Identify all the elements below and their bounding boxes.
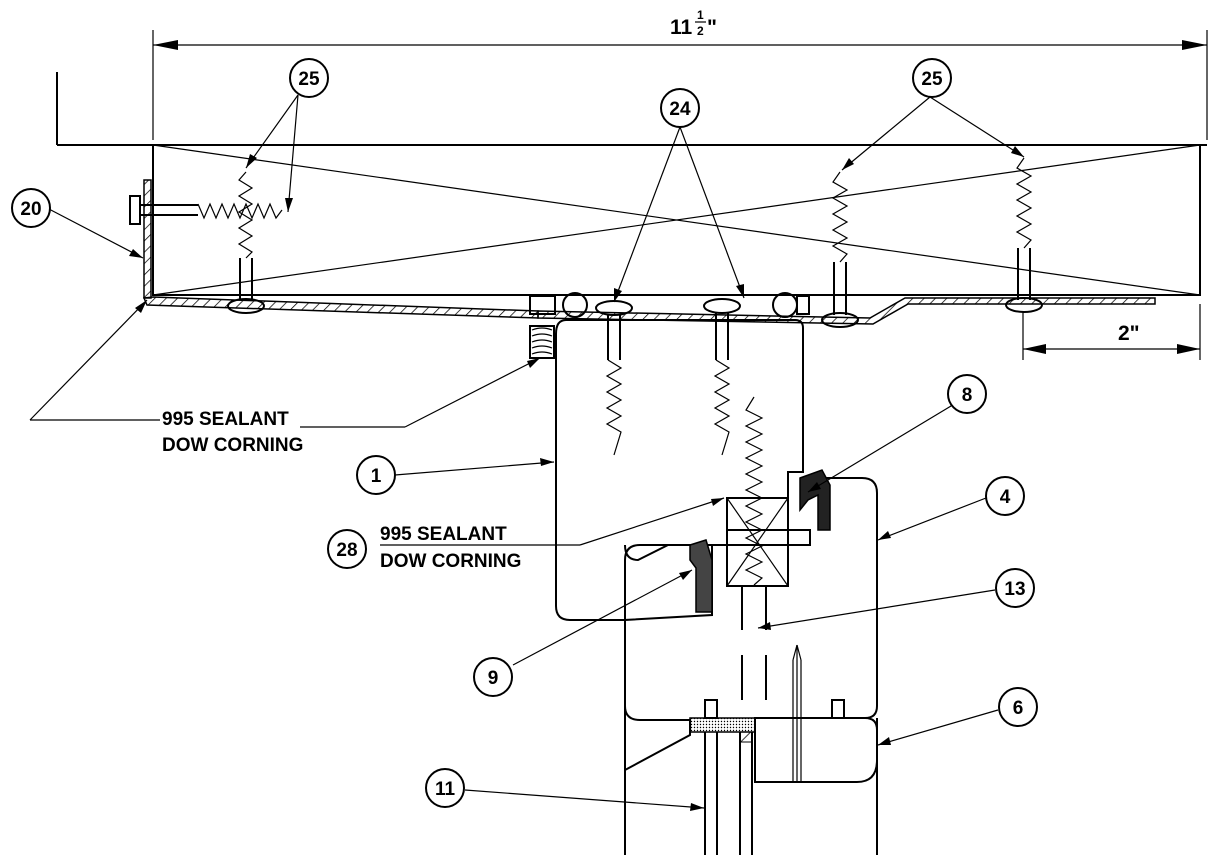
offset-dimension: 2" — [1022, 304, 1201, 360]
sealant-note-mid: 995 SEALANT DOW CORNING — [380, 524, 521, 572]
header-blocking — [56, 72, 1207, 296]
setting-block — [726, 497, 789, 587]
sealant-note-top: 995 SEALANT DOW CORNING — [162, 409, 303, 456]
screw-center-left — [595, 300, 633, 456]
lower-sash-rail — [624, 644, 878, 783]
screw-mid-right-vertical — [821, 171, 859, 328]
callout-9-label: 9 — [488, 668, 499, 689]
callout-13-label: 13 — [1004, 579, 1025, 600]
callout-8-label: 8 — [962, 385, 973, 406]
sealant-note-top-line1: 995 SEALANT — [162, 409, 289, 430]
leader-lines — [29, 94, 1025, 811]
weatherstrip-top — [799, 469, 831, 531]
overall-width-inch-mark: " — [707, 16, 717, 39]
glass-unit — [704, 731, 753, 855]
angle-flashing — [142, 179, 1156, 325]
screw-frame-connection — [744, 396, 764, 586]
sealant-note-mid-line1: 995 SEALANT — [380, 524, 507, 545]
callout-1-label: 1 — [371, 466, 382, 487]
callout-25-right: 25 — [912, 58, 952, 98]
screw-center-right — [703, 298, 741, 456]
callout-24-label: 24 — [669, 99, 691, 120]
callout-6: 6 — [998, 687, 1038, 727]
overall-width-whole: 11 — [670, 16, 693, 39]
callout-25-left: 25 — [289, 58, 329, 98]
callout-1: 1 — [356, 455, 396, 495]
callout-20: 20 — [11, 188, 51, 228]
offset-dimension-label: 2" — [1118, 322, 1140, 345]
callout-13: 13 — [995, 568, 1035, 608]
callout-25-right-label: 25 — [921, 69, 943, 90]
callout-25-left-label: 25 — [298, 69, 320, 90]
screw-far-right-vertical — [1005, 157, 1043, 313]
sealant-backer-rods — [529, 292, 810, 359]
callout-4: 4 — [985, 476, 1025, 516]
callout-9: 9 — [473, 657, 513, 697]
sealant-note-mid-line2: DOW CORNING — [380, 551, 521, 572]
callout-11: 11 — [425, 768, 465, 808]
sealant-bead-left — [529, 325, 555, 359]
callout-6-label: 6 — [1013, 698, 1024, 719]
callout-20-label: 20 — [20, 199, 41, 220]
sealant-note-top-line2: DOW CORNING — [162, 435, 303, 456]
callout-4-label: 4 — [1000, 487, 1011, 508]
overall-width-frac-den: 2 — [697, 24, 704, 38]
overall-width-dimension: 11 1 2 " — [152, 8, 1208, 140]
weatherstrip-side — [689, 539, 713, 613]
callout-24: 24 — [660, 88, 700, 128]
callout-28-label: 28 — [336, 540, 357, 561]
horizontal-screw — [129, 195, 283, 225]
callout-28: 28 — [327, 529, 367, 569]
screw-left-vertical — [227, 171, 265, 314]
callout-8: 8 — [947, 374, 987, 414]
overall-width-frac-num: 1 — [697, 8, 704, 22]
callout-11-label: 11 — [435, 779, 456, 800]
